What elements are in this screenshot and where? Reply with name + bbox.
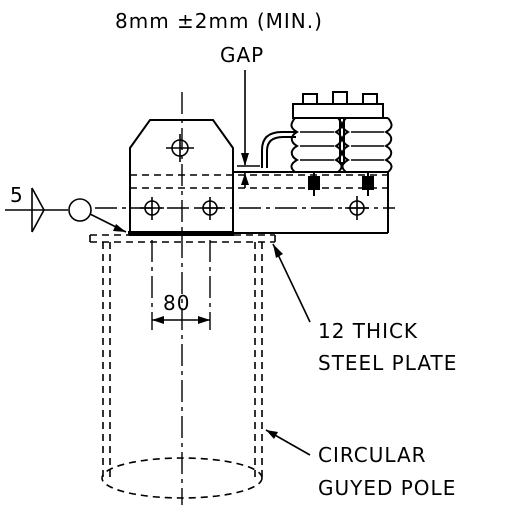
weld-symbol: 5 (5, 183, 127, 233)
circular-pole (101, 242, 263, 499)
dimension-80: 80 (151, 240, 211, 330)
pole-label-line1: CIRCULAR (318, 443, 427, 467)
gap-label: GAP (220, 43, 264, 67)
gap-dimension-label: 8mm ±2mm (MIN.) (115, 9, 323, 33)
pole-leader: CIRCULAR GUYED POLE (265, 429, 456, 500)
plate-label-line2: STEEL PLATE (318, 351, 457, 375)
dimension-80-label: 80 (163, 291, 190, 315)
horizontal-arm (95, 171, 395, 234)
plate-leader: 12 THICK STEEL PLATE (272, 243, 457, 375)
plate-label-line1: 12 THICK (318, 319, 418, 343)
steel-plate (89, 231, 276, 243)
weld-size-label: 5 (10, 183, 24, 207)
gap-indicator (237, 70, 260, 188)
insulator-assembly (261, 91, 393, 196)
pole-label-line2: GUYED POLE (318, 476, 456, 500)
